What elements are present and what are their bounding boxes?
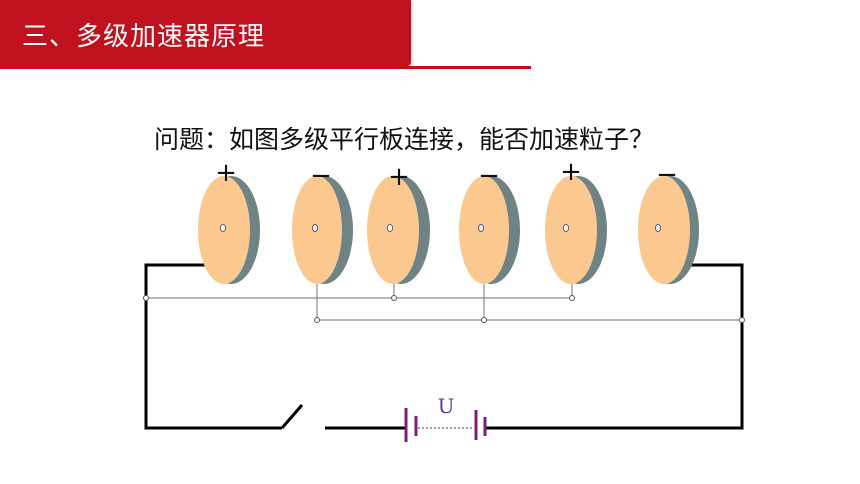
plate-connection-wires: [146, 284, 742, 321]
slide-title: 三、多级加速器原理: [22, 22, 266, 52]
plate-3: +: [367, 162, 430, 284]
left-wire: [144, 263, 282, 430]
plate-sign: −: [310, 161, 332, 191]
plate-sign: +: [215, 158, 237, 188]
plate-hole: [219, 223, 226, 232]
plate-2: −: [292, 161, 353, 284]
wire-junctions: [143, 295, 745, 323]
title-bar: 三、多级加速器原理: [0, 0, 411, 66]
battery-voltage-label: U: [438, 394, 455, 418]
plate-sign: +: [388, 162, 410, 192]
plate-hole: [477, 223, 484, 232]
junction-dot: [569, 295, 575, 301]
junction-dot: [481, 317, 487, 323]
junction-dot: [391, 295, 397, 301]
plate-hole: [655, 223, 662, 232]
plate-sign: −: [478, 161, 500, 191]
plate-hole: [563, 223, 570, 232]
plate-4: −: [459, 161, 520, 284]
plate-hole: [311, 223, 318, 232]
plate-5: +: [545, 157, 607, 284]
question-text: 问题：如图多级平行板连接，能否加速粒子？: [154, 125, 655, 154]
main-circuit-wires: [144, 263, 744, 430]
plate-sign: +: [560, 157, 582, 187]
plate-1: +: [198, 158, 260, 284]
junction-dot: [314, 317, 320, 323]
plate-sign: −: [656, 160, 678, 190]
switch-blade: [280, 404, 304, 429]
plate-hole: [386, 223, 393, 232]
title-underline: [0, 66, 531, 69]
right-wire: [484, 263, 744, 430]
battery: U: [404, 394, 487, 442]
junction-dot: [739, 317, 745, 323]
plate-6: −: [638, 160, 699, 284]
junction-dot: [143, 295, 149, 301]
